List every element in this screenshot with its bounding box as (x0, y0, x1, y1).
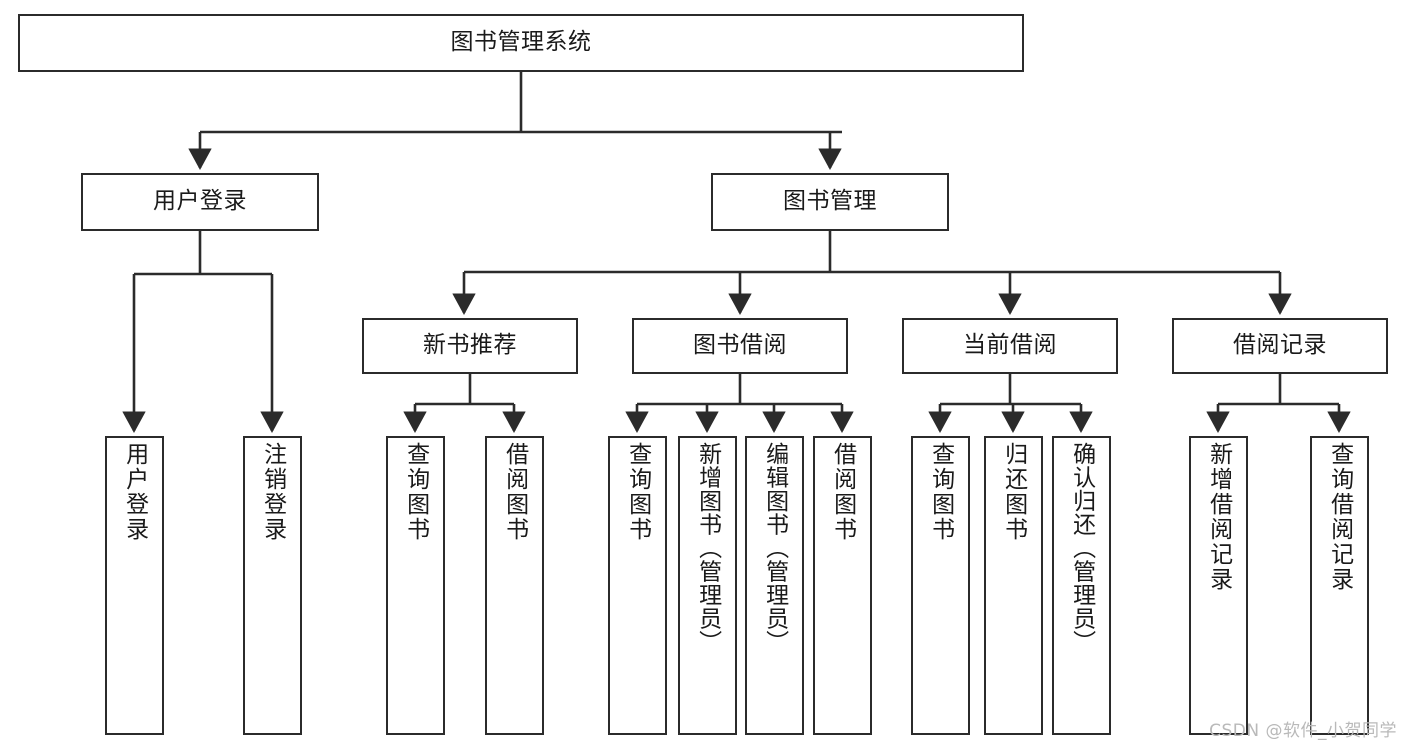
node-root[interactable]: 图书管理系统 (18, 14, 1024, 72)
node-leaf-query-record[interactable]: 查询借阅记录 (1310, 436, 1369, 735)
node-leaf-query-book-3[interactable]: 查询图书 (911, 436, 970, 735)
node-borrow-record[interactable]: 借阅记录 (1172, 318, 1388, 374)
node-leaf-borrow-book-2[interactable]: 借阅图书 (813, 436, 872, 735)
node-leaf-return-book[interactable]: 归还图书 (984, 436, 1043, 735)
node-leaf-query-book-2[interactable]: 查询图书 (608, 436, 667, 735)
node-leaf-logout-label: 注销登录 (259, 442, 286, 542)
node-leaf-confirm-return[interactable]: 确认归还（管理员） (1052, 436, 1111, 735)
node-leaf-add-record-label: 新增借阅记录 (1205, 442, 1232, 592)
node-leaf-confirm-return-label: 确认归还（管理员） (1068, 442, 1095, 654)
node-leaf-return-book-label: 归还图书 (1000, 442, 1027, 542)
node-leaf-borrow-book-1-label: 借阅图书 (501, 442, 528, 542)
node-leaf-query-book-2-label: 查询图书 (624, 442, 651, 542)
node-current-borrow-label: 当前借阅 (963, 332, 1057, 359)
node-leaf-query-book-3-label: 查询图书 (927, 442, 954, 542)
node-leaf-add-book-label: 新增图书（管理员） (694, 442, 721, 654)
node-current-borrow[interactable]: 当前借阅 (902, 318, 1118, 374)
node-leaf-query-book-1[interactable]: 查询图书 (386, 436, 445, 735)
node-root-label: 图书管理系统 (450, 29, 592, 56)
node-borrow-record-label: 借阅记录 (1233, 332, 1327, 359)
node-leaf-add-book[interactable]: 新增图书（管理员） (678, 436, 737, 735)
node-new-book-recommend[interactable]: 新书推荐 (362, 318, 578, 374)
watermark-text: CSDN @软件_小贺同学 (1209, 721, 1397, 741)
node-book-borrow-label: 图书借阅 (693, 332, 787, 359)
node-leaf-logout[interactable]: 注销登录 (243, 436, 302, 735)
node-leaf-user-login[interactable]: 用户登录 (105, 436, 164, 735)
node-leaf-query-record-label: 查询借阅记录 (1326, 442, 1353, 592)
node-book-borrow[interactable]: 图书借阅 (632, 318, 848, 374)
node-book-manage[interactable]: 图书管理 (711, 173, 949, 231)
node-book-manage-label: 图书管理 (783, 188, 877, 215)
node-leaf-borrow-book-1[interactable]: 借阅图书 (485, 436, 544, 735)
node-new-book-recommend-label: 新书推荐 (423, 332, 517, 359)
node-leaf-user-login-label: 用户登录 (121, 442, 148, 542)
node-user-login-label: 用户登录 (153, 188, 247, 215)
node-leaf-query-book-1-label: 查询图书 (402, 442, 429, 542)
node-leaf-edit-book-label: 编辑图书（管理员） (761, 442, 788, 654)
node-leaf-add-record[interactable]: 新增借阅记录 (1189, 436, 1248, 735)
node-leaf-edit-book[interactable]: 编辑图书（管理员） (745, 436, 804, 735)
node-leaf-borrow-book-2-label: 借阅图书 (829, 442, 856, 542)
node-user-login[interactable]: 用户登录 (81, 173, 319, 231)
